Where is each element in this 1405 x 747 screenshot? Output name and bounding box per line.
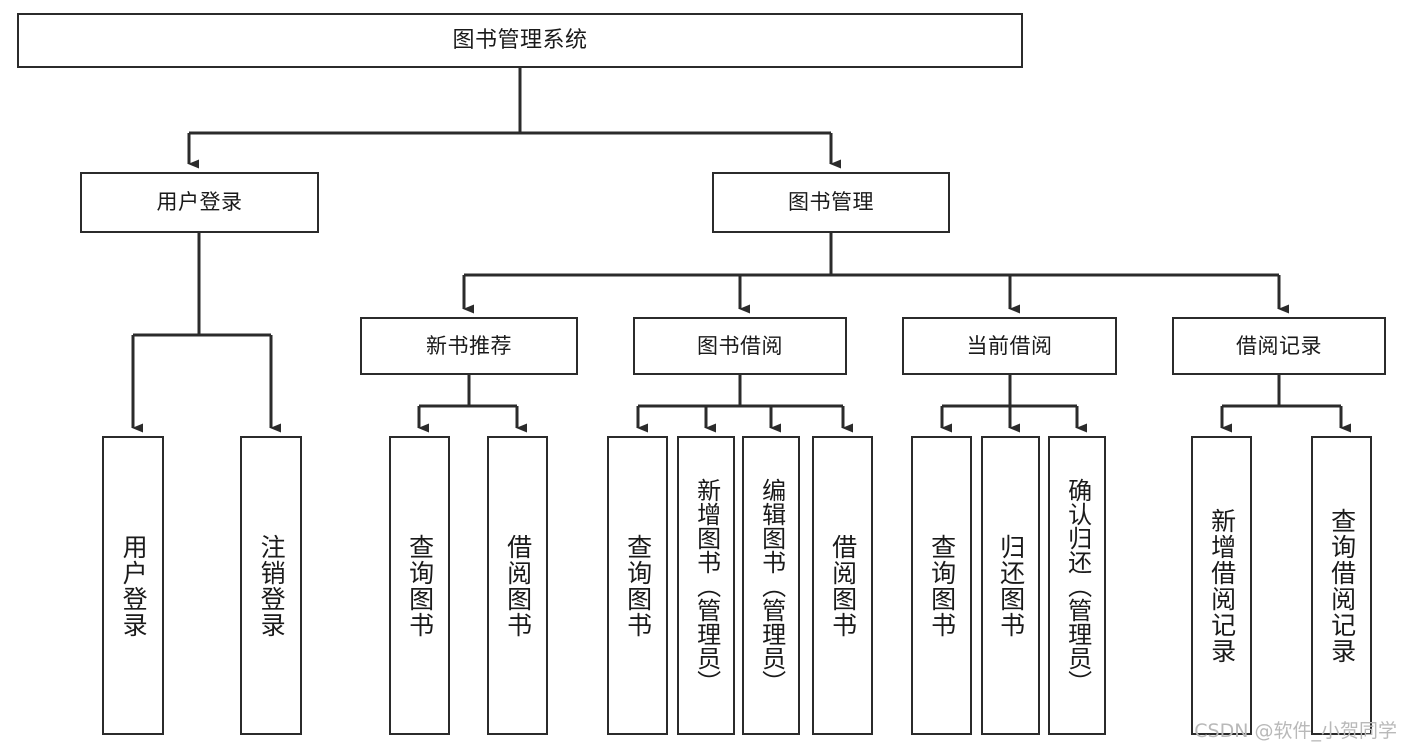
- node-label: 查询借阅记录: [1327, 507, 1357, 664]
- node-label: 借阅图书: [503, 533, 533, 638]
- node-current-borrow[interactable]: 当前借阅: [902, 317, 1117, 375]
- node-label: 当前借阅: [966, 333, 1053, 358]
- node-label: 图书管理: [788, 190, 874, 215]
- node-book-borrow[interactable]: 图书借阅: [633, 317, 847, 375]
- node-label: 编辑图书（管理员）: [757, 477, 786, 694]
- node-label: 归还图书: [996, 533, 1026, 638]
- node-book-management[interactable]: 图书管理: [712, 172, 950, 233]
- node-label: 查询图书: [405, 533, 435, 638]
- leaf-borrow-edit-book-admin[interactable]: 编辑图书（管理员）: [742, 436, 800, 735]
- csdn-watermark: CSDN @软件_小贺同学: [1194, 720, 1397, 742]
- leaf-borrow-borrow-book[interactable]: 借阅图书: [812, 436, 873, 735]
- leaf-borrow-add-book-admin[interactable]: 新增图书（管理员）: [677, 436, 735, 735]
- node-label: 用户登录: [119, 533, 149, 638]
- node-label: 图书管理系统: [452, 27, 588, 53]
- node-label: 借阅记录: [1236, 333, 1322, 358]
- leaf-record-add-record[interactable]: 新增借阅记录: [1191, 436, 1252, 735]
- leaf-user-login-signout[interactable]: 注销登录: [240, 436, 302, 735]
- node-label: 确认归还（管理员）: [1063, 477, 1092, 694]
- node-label: 查询图书: [927, 533, 957, 638]
- leaf-user-login-signin[interactable]: 用户登录: [102, 436, 164, 735]
- node-user-login[interactable]: 用户登录: [80, 172, 319, 233]
- leaf-current-confirm-return-admin[interactable]: 确认归还（管理员）: [1048, 436, 1106, 735]
- node-label: 图书借阅: [697, 333, 783, 358]
- node-label: 新书推荐: [426, 333, 512, 358]
- node-label: 用户登录: [156, 190, 243, 215]
- node-label: 新增借阅记录: [1207, 507, 1237, 664]
- leaf-new-book-query[interactable]: 查询图书: [389, 436, 450, 735]
- node-label: 注销登录: [257, 533, 287, 638]
- leaf-current-query-book[interactable]: 查询图书: [911, 436, 972, 735]
- leaf-current-return-book[interactable]: 归还图书: [981, 436, 1040, 735]
- leaf-borrow-query-book[interactable]: 查询图书: [607, 436, 668, 735]
- node-new-book-recommend[interactable]: 新书推荐: [360, 317, 578, 375]
- node-root-system[interactable]: 图书管理系统: [17, 13, 1023, 68]
- leaf-new-book-borrow[interactable]: 借阅图书: [487, 436, 548, 735]
- leaf-record-query-record[interactable]: 查询借阅记录: [1311, 436, 1372, 735]
- node-borrow-record[interactable]: 借阅记录: [1172, 317, 1386, 375]
- node-label: 查询图书: [623, 533, 653, 638]
- node-label: 新增图书（管理员）: [692, 477, 721, 694]
- node-label: 借阅图书: [828, 533, 858, 638]
